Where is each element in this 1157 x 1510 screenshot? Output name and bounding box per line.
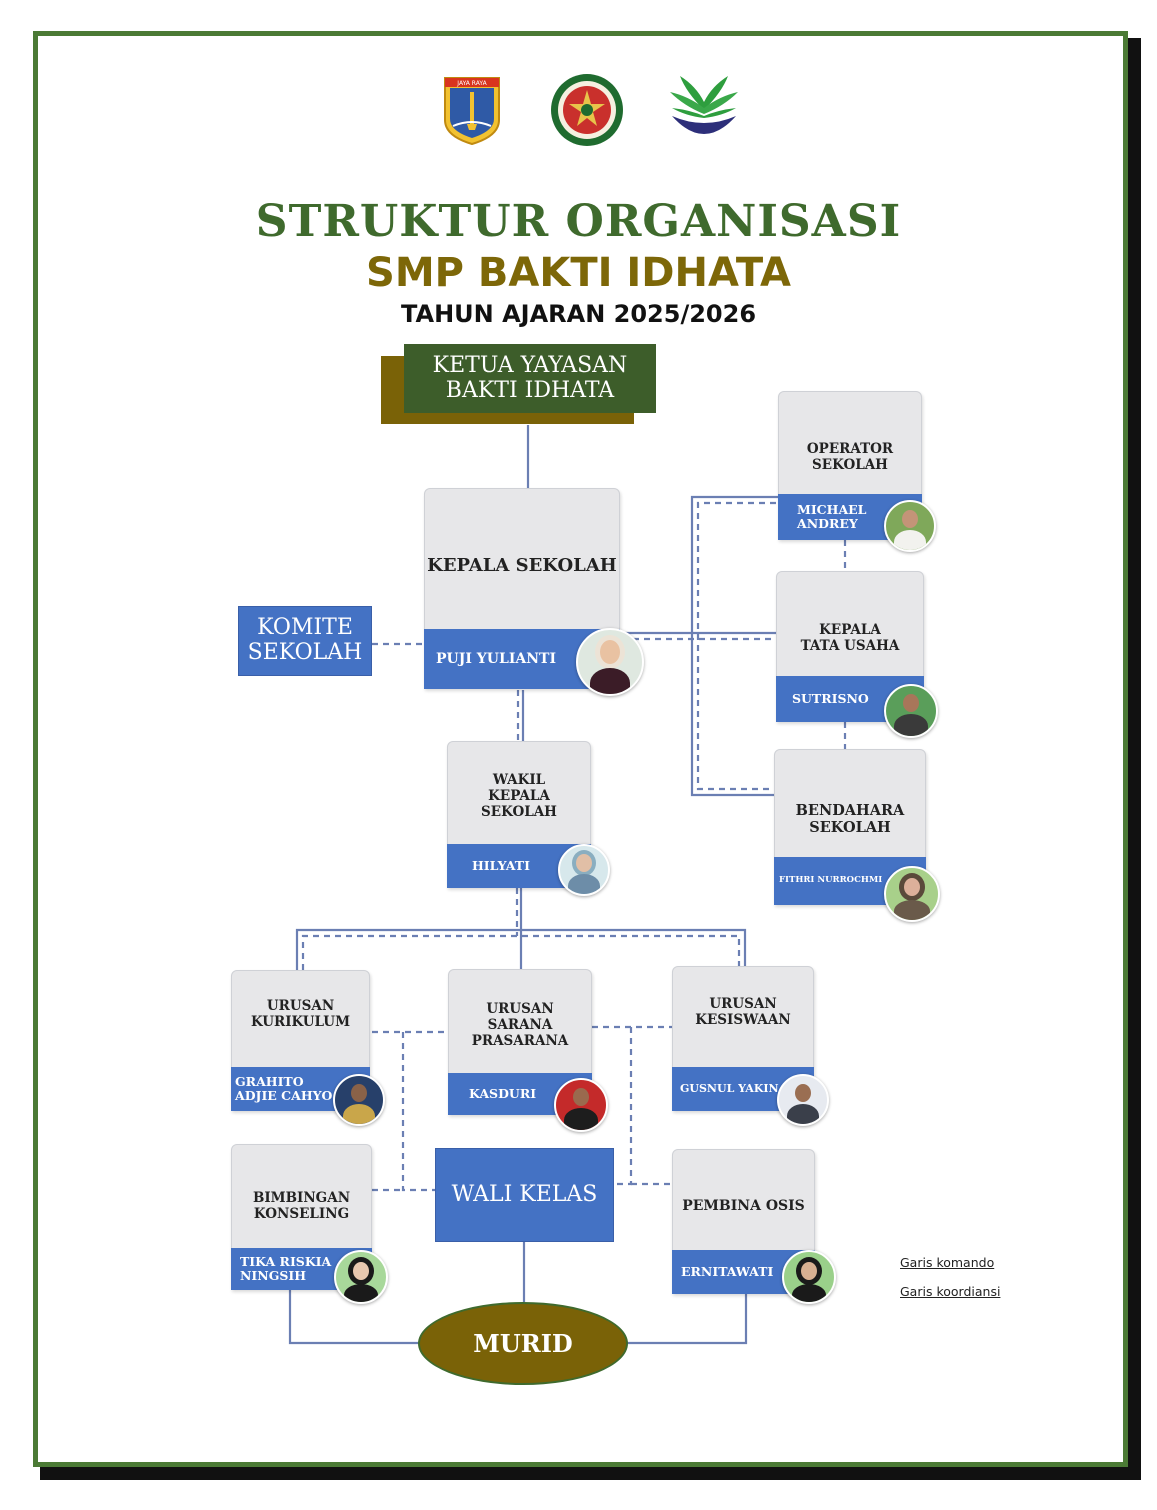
avatar-kesiswaan <box>777 1074 829 1126</box>
line-urusan-bus-dash <box>301 934 741 970</box>
avatar-operator <box>884 500 936 552</box>
role-bendahara: BENDAHARA SEKOLAH <box>795 802 905 837</box>
role-osis: PEMBINA OSIS <box>682 1198 805 1214</box>
role-sarana: URUSAN SARANA PRASARANA <box>471 1001 569 1049</box>
legend-komando: Garis komando <box>900 1255 995 1270</box>
komite-sekolah-label: KOMITE SEKOLAH <box>247 615 363 665</box>
murid-label: MURID <box>473 1329 573 1358</box>
murid-ellipse: MURID <box>418 1302 628 1385</box>
card-sarana: URUSAN SARANA PRASARANA KASDURI <box>448 969 592 1115</box>
role-operator: OPERATOR SEKOLAH <box>806 441 894 473</box>
komite-sekolah-box: KOMITE SEKOLAH <box>238 606 372 676</box>
legend-koordinasi: Garis koordiansi <box>900 1284 1001 1299</box>
card-kurikulum: URUSAN KURIKULUM GRAHITO ADJIE CAHYO <box>231 970 370 1111</box>
line-staff-bracket-dash <box>696 501 776 791</box>
jakarta-logo-text: JAYA RAYA <box>456 80 487 87</box>
crest-logo <box>549 72 625 148</box>
role-kurikulum: URUSAN KURIKULUM <box>250 998 351 1030</box>
role-wakil: WAKIL KEPALA SEKOLAH <box>481 772 557 820</box>
avatar-tata-usaha <box>884 684 938 738</box>
ketua-yayasan-label: KETUA YAYASAN BAKTI IDHATA <box>432 352 628 403</box>
role-kepala-sekolah: KEPALA SEKOLAH <box>427 555 617 576</box>
avatar-osis <box>782 1250 836 1304</box>
line-kes-wali <box>614 1027 633 1186</box>
wali-kelas-box: WALI KELAS <box>435 1148 614 1242</box>
title-struktur: STRUKTUR ORGANISASI <box>255 196 902 247</box>
ketua-yayasan-box: KETUA YAYASAN BAKTI IDHATA <box>404 344 656 413</box>
role-tata-usaha: KEPALA TATA USAHA <box>800 622 900 654</box>
leaf-logo <box>666 72 742 142</box>
avatar-kurikulum <box>333 1074 385 1126</box>
role-bk: BIMBINGAN KONSELING <box>252 1190 351 1222</box>
line-kur-wali <box>401 1032 436 1192</box>
jakarta-logo: JAYA RAYA <box>441 74 503 146</box>
avatar-bk <box>334 1250 388 1304</box>
avatar-bendahara <box>884 866 940 922</box>
title-school: SMP BAKTI IDHATA <box>366 250 791 296</box>
line-bk-murid <box>288 1290 420 1345</box>
line-osis-murid <box>625 1294 748 1345</box>
line-staff-bracket <box>690 495 778 797</box>
card-tata-usaha: KEPALA TATA USAHA SUTRISNO <box>776 571 924 722</box>
avatar-sarana <box>554 1078 608 1132</box>
role-kesiswaan: URUSAN KESISWAAN <box>695 996 791 1028</box>
wali-kelas-label: WALI KELAS <box>451 1181 598 1207</box>
title-year: TAHUN AJARAN 2025/2026 <box>400 300 757 328</box>
avatar-wakil <box>558 844 610 896</box>
avatar-kepala-sekolah <box>576 628 644 696</box>
